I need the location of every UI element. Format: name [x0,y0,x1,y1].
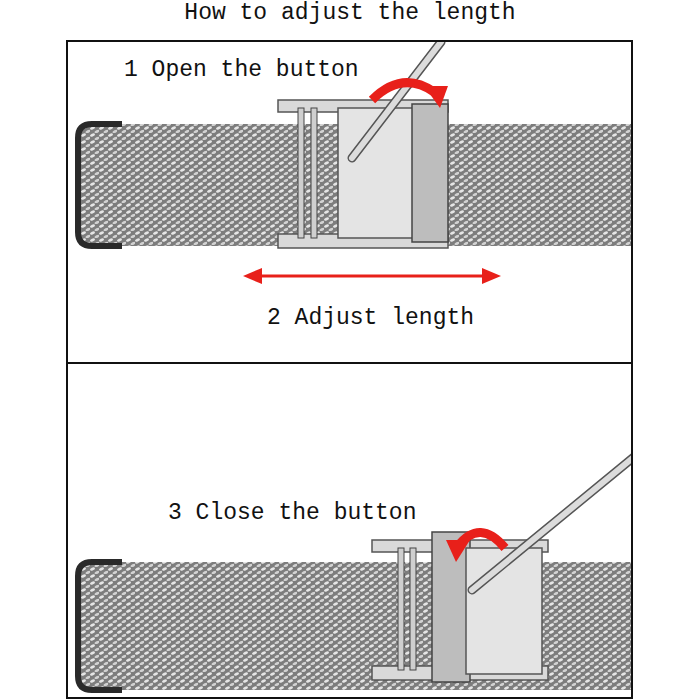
close-clasp-figure [78,452,631,690]
step-label: 3 Close the button [168,500,416,527]
step-panel: 1 Open the button 2 Adjust length [66,40,633,364]
screwdriver [352,42,441,158]
step-panel: 3 Close the button [66,362,633,699]
length-arrow-head [482,268,501,284]
band-end-cap [78,124,122,246]
rotate-arrow-head [424,86,448,108]
clasp-pin [398,548,404,670]
band-end-cap [78,562,122,690]
clasp-pin [311,108,317,238]
length-arrow-head [243,268,262,284]
clasp-pin [410,548,416,670]
clasp-lever-edge [432,532,470,682]
rotate-arrow-head [446,540,470,562]
screwdriver [472,452,631,590]
clasp-lever-edge [412,104,448,242]
rotate-arrow [372,83,434,100]
open-clasp-figure [78,42,631,284]
page-title: How to adjust the length [184,0,515,27]
mesh-band [80,562,631,690]
screwdriver [472,452,631,590]
length-arrow [258,275,486,278]
screwdriver [352,42,441,158]
step-label: 1 Open the button [124,57,359,84]
step-label: 2 Adjust length [267,305,474,332]
clasp-pin [298,108,304,238]
